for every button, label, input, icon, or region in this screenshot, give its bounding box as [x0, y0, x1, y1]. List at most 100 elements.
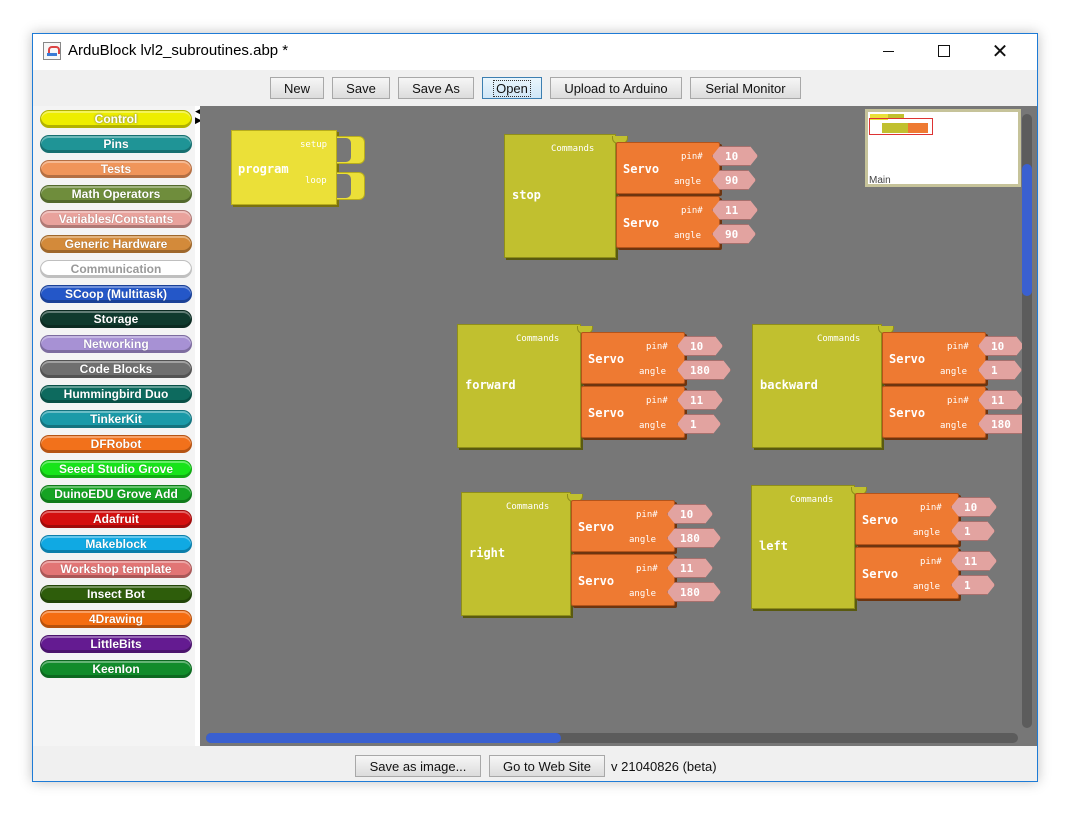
- category-communication[interactable]: Communication: [40, 260, 192, 278]
- title-bar[interactable]: ArduBlock lvl2_subroutines.abp * ✕: [33, 34, 1037, 70]
- category-duinoedu-grove-add[interactable]: DuinoEDU Grove Add: [40, 485, 192, 503]
- pin-number-value[interactable]: 10: [677, 336, 723, 356]
- pin-number-value[interactable]: 11: [677, 390, 723, 410]
- pin-number-value[interactable]: 11: [712, 200, 758, 220]
- loop-socket-gap: [337, 174, 351, 198]
- category-pins[interactable]: Pins: [40, 135, 192, 153]
- category-variables-constants[interactable]: Variables/Constants: [40, 210, 192, 228]
- category-hummingbird-duo[interactable]: Hummingbird Duo: [40, 385, 192, 403]
- category-insect-bot[interactable]: Insect Bot: [40, 585, 192, 603]
- category-scoop-multitask[interactable]: SCoop (Multitask): [40, 285, 192, 303]
- angle-value[interactable]: 1: [677, 414, 721, 434]
- angle-value[interactable]: 90: [712, 224, 756, 244]
- horizontal-scroll-thumb[interactable]: [206, 733, 561, 743]
- go-to-website-button[interactable]: Go to Web Site: [489, 755, 605, 777]
- pin-number-value[interactable]: 11: [978, 390, 1024, 410]
- subroutine-name: forward: [465, 378, 516, 392]
- new-button[interactable]: New: [270, 77, 324, 99]
- angle-socket-label: angle: [940, 421, 968, 431]
- category-seeed-studio-grove[interactable]: Seeed Studio Grove: [40, 460, 192, 478]
- minimize-icon: [882, 50, 894, 52]
- angle-value[interactable]: 180: [667, 582, 721, 602]
- save-button[interactable]: Save: [332, 77, 390, 99]
- servo-label: Servo: [623, 162, 660, 176]
- pin-number-value[interactable]: 11: [667, 558, 713, 578]
- split-pane-divider[interactable]: [195, 106, 201, 746]
- pin-number-value[interactable]: 10: [978, 336, 1024, 356]
- category-control[interactable]: Control: [40, 110, 192, 128]
- serial-monitor-button[interactable]: Serial Monitor: [690, 77, 801, 99]
- angle-value[interactable]: 180: [667, 528, 721, 548]
- maximize-button[interactable]: [921, 34, 967, 68]
- commands-label: Commands: [551, 144, 595, 154]
- pin-socket-label: pin#: [947, 396, 969, 406]
- angle-socket-label: angle: [629, 589, 657, 599]
- servo-label: Servo: [588, 406, 625, 420]
- category-littlebits[interactable]: LittleBits: [40, 635, 192, 653]
- category-tests[interactable]: Tests: [40, 160, 192, 178]
- category-math-operators[interactable]: Math Operators: [40, 185, 192, 203]
- pin-number-value[interactable]: 10: [667, 504, 713, 524]
- angle-value[interactable]: 90: [712, 170, 756, 190]
- horizontal-scrollbar[interactable]: [206, 733, 1018, 743]
- upload-to-arduino-button[interactable]: Upload to Arduino: [550, 77, 682, 99]
- category-tinkerkit[interactable]: TinkerKit: [40, 410, 192, 428]
- category-keenion[interactable]: KeenIon: [40, 660, 192, 678]
- category-dfrobot[interactable]: DFRobot: [40, 435, 192, 453]
- setup-socket-gap: [337, 138, 351, 162]
- angle-value[interactable]: 1: [951, 521, 995, 541]
- angle-value[interactable]: 1: [951, 575, 995, 595]
- close-icon: ✕: [991, 39, 1009, 63]
- pin-number-value[interactable]: 10: [951, 497, 997, 517]
- vertical-scroll-thumb[interactable]: [1022, 164, 1032, 296]
- collapse-arrows-icon[interactable]: ◀▶: [195, 107, 202, 126]
- program-block[interactable]: program setup loop: [231, 130, 337, 205]
- pin-socket-label: pin#: [681, 206, 703, 216]
- category-code-blocks[interactable]: Code Blocks: [40, 360, 192, 378]
- angle-value[interactable]: 1: [978, 360, 1022, 380]
- minimap-viewport[interactable]: [869, 118, 933, 135]
- minimap-block: [888, 114, 904, 119]
- close-button[interactable]: ✕: [977, 34, 1023, 68]
- angle-value[interactable]: 180: [978, 414, 1032, 434]
- pin-number-value[interactable]: 10: [712, 146, 758, 166]
- category-storage[interactable]: Storage: [40, 310, 192, 328]
- save-as-button[interactable]: Save As: [398, 77, 474, 99]
- category-workshop-template[interactable]: Workshop template: [40, 560, 192, 578]
- category-networking[interactable]: Networking: [40, 335, 192, 353]
- pin-number-value[interactable]: 11: [951, 551, 997, 571]
- category-adafruit[interactable]: Adafruit: [40, 510, 192, 528]
- servo-label: Servo: [889, 352, 926, 366]
- commands-label: Commands: [506, 502, 550, 512]
- pin-socket-label: pin#: [646, 396, 668, 406]
- save-as-image-button[interactable]: Save as image...: [355, 755, 481, 777]
- category-4drawing[interactable]: 4Drawing: [40, 610, 192, 628]
- program-block-label: program: [238, 162, 289, 176]
- angle-value[interactable]: 180: [677, 360, 731, 380]
- category-makeblock[interactable]: Makeblock: [40, 535, 192, 553]
- vertical-scrollbar[interactable]: [1022, 114, 1032, 728]
- open-button[interactable]: Open: [482, 77, 542, 99]
- category-generic-hardware[interactable]: Generic Hardware: [40, 235, 192, 253]
- setup-socket-label: setup: [300, 140, 328, 150]
- minimap-block: [882, 123, 912, 133]
- workspace-minimap[interactable]: Main: [865, 109, 1021, 187]
- minimize-button[interactable]: [865, 34, 911, 68]
